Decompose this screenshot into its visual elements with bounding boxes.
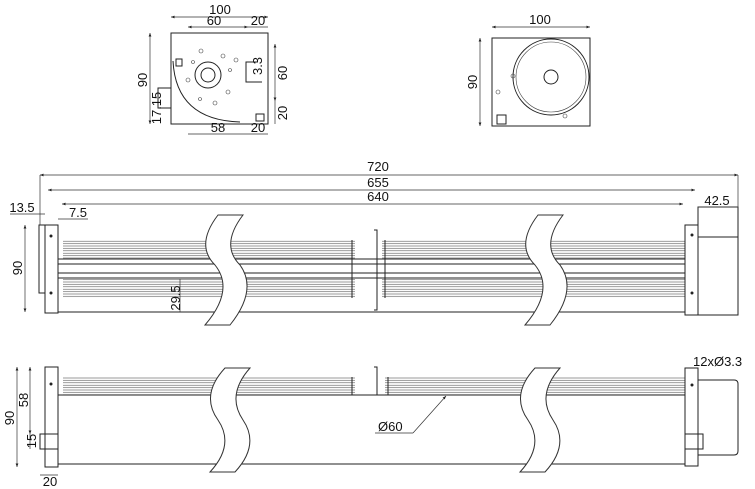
impeller-diameter-label: Ø60 xyxy=(378,419,403,434)
front-hub-dim: 60 xyxy=(207,13,221,28)
front-width-dim: 100 xyxy=(209,2,231,17)
front-end-view: 100 60 20 90 17.15 3.3 60 20 58 20 xyxy=(135,2,290,135)
mount-length-dim: 655 xyxy=(367,175,389,190)
side-view: 720 655 640 13.5 7.5 90 42.5 29.5 xyxy=(9,159,739,326)
overall-length-dim: 720 xyxy=(367,159,389,174)
front-right-height-dim: 60 xyxy=(275,66,290,80)
bottom-upper-dim: 58 xyxy=(16,393,31,407)
shaft-offset-dim: 29.5 xyxy=(168,285,183,310)
front-bottom-right-dim: 20 xyxy=(251,120,265,135)
impeller-length-dim: 640 xyxy=(367,189,389,204)
back-width-dim: 100 xyxy=(529,12,551,27)
side-height-dim: 90 xyxy=(10,261,25,275)
front-right-dim: 20 xyxy=(251,13,265,28)
back-height-dim: 90 xyxy=(465,75,480,89)
front-low-dim: 17.15 xyxy=(149,92,164,125)
left-inner-dim: 7.5 xyxy=(69,205,87,220)
front-height-dim: 90 xyxy=(135,73,150,87)
mounting-holes-label: 12xØ3.3 xyxy=(693,354,742,369)
motor-length-dim: 42.5 xyxy=(704,193,729,208)
motor-end-view: 100 90 xyxy=(465,12,591,127)
left-offset-dim: 13.5 xyxy=(9,200,34,215)
front-right-bottom-dim: 20 xyxy=(275,106,290,120)
bottom-lower-dim: 15 xyxy=(24,434,39,448)
bottom-view: 90 58 15 20 Ø60 12xØ3.3 xyxy=(2,354,742,489)
bottom-plate-dim: 20 xyxy=(43,474,57,489)
front-bottom-dim: 58 xyxy=(211,120,225,135)
front-slot-dim: 3.3 xyxy=(250,57,265,75)
bottom-height-dim: 90 xyxy=(2,411,17,425)
